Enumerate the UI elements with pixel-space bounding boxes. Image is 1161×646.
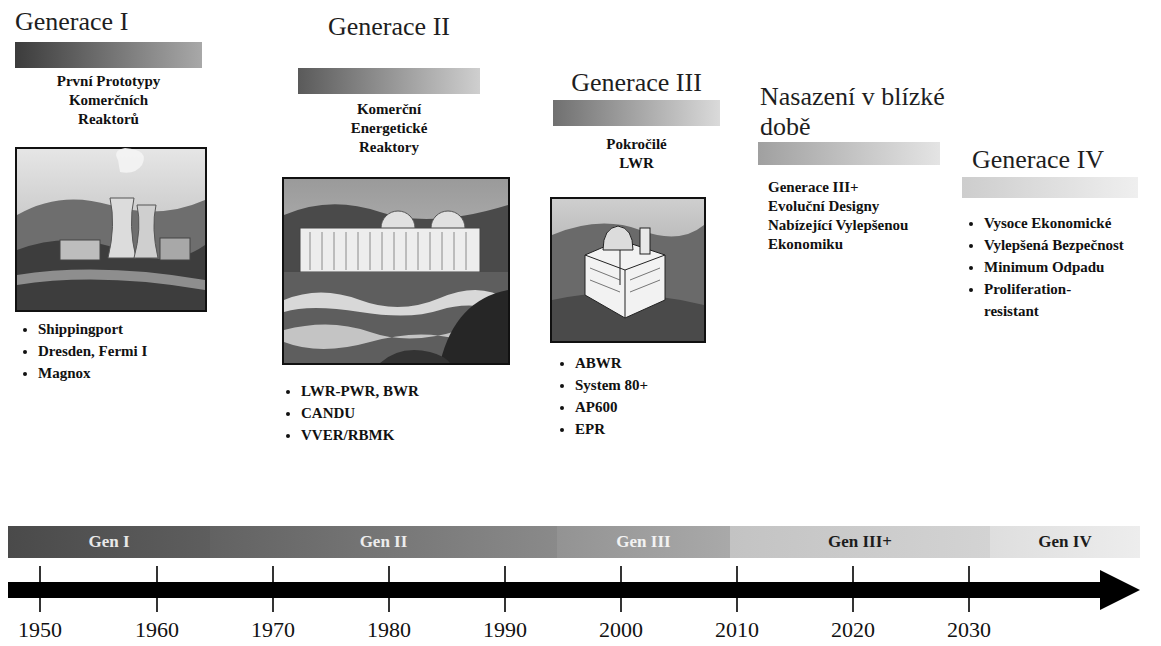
- reactor-name: Magnox: [38, 365, 91, 381]
- reactor-item: Vysoce Ekonomické: [984, 212, 1124, 234]
- generation-subtitle: Komerční Energetické Reaktory: [332, 100, 447, 157]
- reactor-name: Vysoce Ekonomické: [984, 215, 1111, 231]
- generation-bar: Generace IIKomerční Energetické Reaktory: [298, 68, 480, 94]
- reactor-item: ABWR: [575, 352, 735, 374]
- year-label: 1990: [483, 618, 527, 642]
- timeline-band: Gen II: [210, 526, 557, 558]
- bullet-list: Vysoce EkonomickéVylepšená BezpečnostMin…: [966, 212, 1124, 322]
- reactor-item: Magnox: [38, 362, 218, 384]
- reactor-item: VVER/RBMK: [301, 424, 521, 446]
- year-label: 1950: [18, 618, 62, 642]
- plant-photo: [283, 178, 509, 364]
- bullet-list: ABWR System 80+ AP600EPR: [557, 352, 735, 440]
- plant-rendering: [551, 198, 705, 342]
- reactor-item: Vylepšená Bezpečnost: [984, 234, 1124, 256]
- timeline-band: Gen III: [557, 526, 730, 558]
- era-label: Gen IV: [1038, 532, 1091, 552]
- year-label: 2020: [831, 618, 875, 642]
- year-label: 2000: [599, 618, 643, 642]
- reactor-name: Shippingport: [38, 321, 123, 337]
- era-label: Gen I: [88, 532, 129, 552]
- reactor-item: System 80+: [575, 374, 735, 396]
- generation-heading: Generace IV: [972, 145, 1104, 175]
- era-label: Gen III: [616, 532, 670, 552]
- era-label: Gen II: [360, 532, 408, 552]
- generation-subtitle: První Prototypy Komerčních Reaktorů: [41, 72, 176, 129]
- bullet-list: ShippingportDresden, Fermi I Magnox: [20, 318, 218, 384]
- reactor-item: Minimum Odpadu: [984, 256, 1124, 278]
- generation-subtitle: Generace III+ Evoluční Designy Nabízejíc…: [768, 178, 913, 254]
- reactor-name: VVER/RBMK: [301, 427, 394, 443]
- reactor-item: CANDU: [301, 402, 521, 424]
- bullet-list: LWR-PWR, BWR CANDU VVER/RBMK: [283, 380, 521, 446]
- reactor-name: AP600: [575, 399, 618, 415]
- generation-bar: Generace IPrvní Prototypy Komerčních Rea…: [15, 42, 202, 68]
- reactor-item: EPR: [575, 418, 735, 440]
- reactor-item: Dresden, Fermi I: [38, 340, 218, 362]
- generation-heading: Generace II: [328, 12, 450, 42]
- generation-heading: Generace III: [571, 68, 702, 98]
- year-label: 1960: [135, 618, 179, 642]
- timeline-band: Gen III+: [730, 526, 990, 558]
- generation-bar: Generace IV: [962, 177, 1138, 198]
- generation-bar: Generace IIIPokročilé LWR: [553, 100, 720, 126]
- reactor-name: LWR-PWR, BWR: [301, 383, 419, 399]
- era-label: Gen III+: [828, 532, 892, 552]
- generation-heading: Generace I: [15, 7, 128, 37]
- generation-heading: Nasazení v blízké době: [760, 82, 945, 142]
- reactor-item: Proliferation-resistant: [984, 278, 1124, 322]
- reactor-name: EPR: [575, 421, 605, 437]
- reactor-item: AP600: [575, 396, 735, 418]
- reactor-name: System 80+: [575, 377, 648, 393]
- timeline-arrow: [8, 566, 1140, 612]
- year-label: 2010: [715, 618, 759, 642]
- reactor-name: Dresden, Fermi I: [38, 343, 147, 359]
- reactor-item: LWR-PWR, BWR: [301, 380, 521, 402]
- year-label: 1980: [367, 618, 411, 642]
- timeline-band: Gen I: [8, 526, 210, 558]
- reactor-name: Proliferation-resistant: [984, 281, 1071, 319]
- year-label: 2030: [947, 618, 991, 642]
- generation-subtitle: Pokročilé LWR: [589, 135, 684, 173]
- generation-bar: Nasazení v blízké doběGenerace III+ Evol…: [758, 142, 940, 165]
- reactor-name: Vylepšená Bezpečnost: [984, 237, 1124, 253]
- timeline-band: Gen IV: [990, 526, 1140, 558]
- reactor-name: Minimum Odpadu: [984, 259, 1104, 275]
- plant-photo: [16, 148, 206, 311]
- year-label: 1970: [251, 618, 295, 642]
- reactor-name: ABWR: [575, 355, 622, 371]
- reactor-item: Shippingport: [38, 318, 218, 340]
- reactor-name: CANDU: [301, 405, 355, 421]
